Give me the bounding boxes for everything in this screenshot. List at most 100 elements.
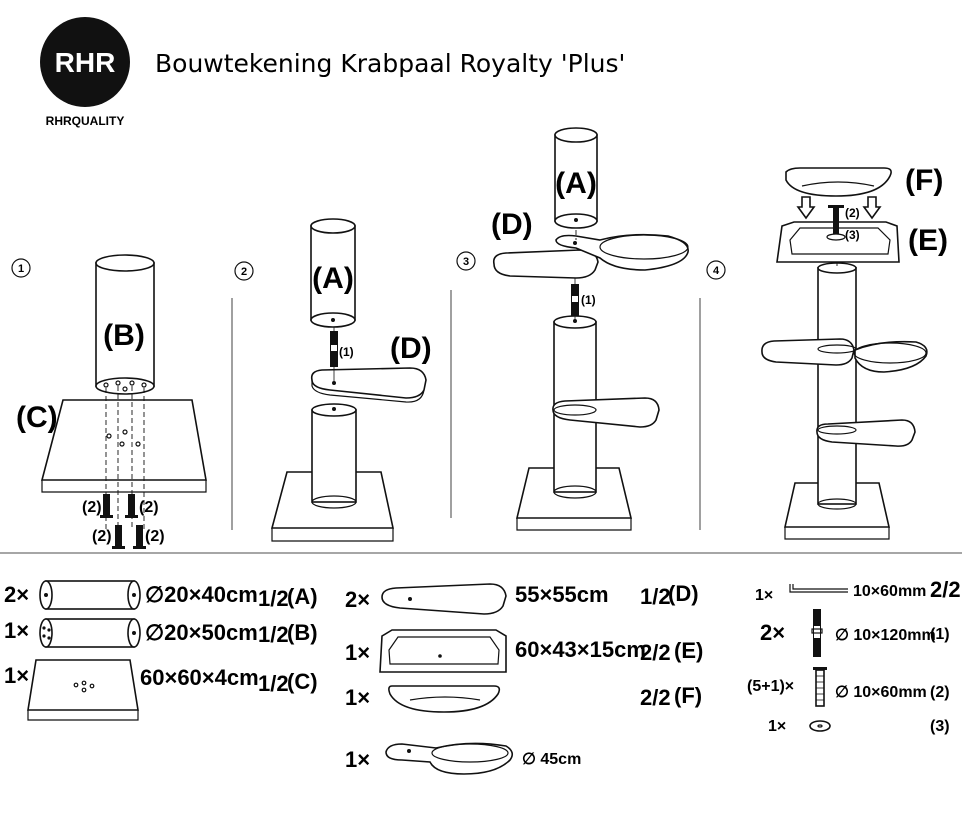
allen-key-icon — [789, 584, 848, 593]
step-2-number: 2 — [241, 266, 247, 278]
part-code: (B) — [287, 620, 318, 645]
part-dimension: ∅ 45cm — [522, 751, 581, 768]
platform-d — [492, 249, 599, 279]
post-a — [554, 134, 598, 222]
part-row-e: 1× 60×43×15cm 2/2 (E) — [345, 629, 703, 673]
part-row-c: 1× 60×60×4cm 1/2 (C) — [4, 659, 318, 721]
label-b: (B) — [103, 319, 145, 352]
step-3: 3 (1) (D) (A) — [456, 127, 689, 531]
part-qty: 1× — [345, 747, 370, 772]
step-4-marker — [706, 260, 726, 280]
label-screw: (2) — [145, 528, 165, 545]
label-screw: (2) — [82, 499, 102, 516]
step-1-number: 1 — [18, 263, 24, 275]
part-qty: 1× — [768, 718, 786, 735]
arrow-down-icon — [862, 196, 882, 220]
top-box-e — [776, 221, 900, 263]
part-row-a: 2× ∅20×40cm 1/2 (A) — [4, 580, 318, 611]
part-dimension: 10×60mm — [853, 583, 926, 600]
part-dimension: ∅ 10×60mm — [835, 684, 927, 701]
part-row-d: 2× 55×55cm 1/2 (D) — [345, 581, 699, 615]
part-qty: 2× — [345, 587, 370, 612]
connector-bolt-icon — [811, 609, 823, 657]
step-4-number: 4 — [713, 265, 720, 277]
logo: RHR RHRQUALITY — [40, 17, 130, 128]
part-ratio: 1/2 — [258, 671, 289, 696]
page-title: Bouwtekening Krabpaal Royalty 'Plus' — [155, 49, 625, 78]
part-qty: 1× — [345, 640, 370, 665]
part-ratio: 2/2 — [640, 685, 671, 710]
part-qty: 1× — [345, 685, 370, 710]
label-e: (E) — [908, 224, 948, 257]
part-code: (2) — [930, 684, 950, 701]
part-ratio: 1/2 — [640, 584, 671, 609]
arrow-down-icon — [796, 196, 816, 220]
part-code: (A) — [287, 584, 318, 609]
part-code: (D) — [668, 581, 699, 606]
part-code: (F) — [674, 683, 702, 708]
screw-icon — [133, 525, 146, 549]
label-screw: (2) — [139, 499, 159, 516]
post-a-lower — [311, 409, 357, 503]
part-row-connector-bolt: 2× ∅ 10×120mm (1) — [760, 609, 950, 657]
part-qty: (5+1)× — [747, 678, 794, 695]
label-washer: (3) — [845, 228, 860, 242]
part-row-washer: 1× (3) — [768, 718, 950, 735]
screw-icon — [125, 494, 138, 518]
part-dimension: 60×60×4cm — [140, 665, 259, 690]
brand-name: RHRQUALITY — [46, 114, 125, 128]
step-4: 4 (E) (2) (3) (F) — [706, 164, 948, 540]
post-a-part — [45, 580, 135, 610]
part-ratio: 2/2 — [930, 577, 961, 602]
logo-circle — [40, 17, 130, 107]
platform-d — [816, 419, 916, 447]
connector-bolt-icon — [330, 331, 338, 367]
bowl-part — [385, 742, 514, 775]
part-qty: 1× — [4, 618, 29, 643]
top-box-e-part — [379, 629, 507, 673]
label-connector: (1) — [339, 345, 354, 359]
part-row-screw: (5+1)× ∅ 10×60mm (2) — [747, 667, 950, 707]
part-row-bowl: 1× ∅ 45cm — [345, 742, 581, 775]
part-dimension: 60×43×15cm — [515, 637, 646, 662]
part-dimension: ∅20×40cm — [145, 582, 258, 607]
part-code: (E) — [674, 638, 703, 663]
platform-d-part — [381, 583, 507, 615]
base-c — [40, 399, 207, 481]
step-2-marker — [234, 261, 254, 281]
bowl — [854, 340, 928, 373]
label-c: (C) — [16, 401, 58, 434]
part-qty: 2× — [760, 620, 785, 645]
bowl-platform — [555, 233, 689, 271]
part-ratio: 1/2 — [258, 622, 289, 647]
connector-bolt-icon — [571, 284, 579, 316]
step-1-marker — [11, 258, 31, 278]
logo-text: RHR — [55, 47, 116, 78]
post-b-part — [45, 618, 135, 648]
platform-d — [310, 367, 427, 399]
platform-d — [761, 338, 855, 366]
part-code: (3) — [930, 718, 950, 735]
label-d: (D) — [390, 332, 432, 365]
screw-icon — [100, 494, 113, 518]
part-dimension: 55×55cm — [515, 582, 609, 607]
parts-list: 2× ∅20×40cm 1/2 (A) 1× ∅20×50cm 1/2 (B) — [4, 577, 961, 775]
label-screw: (2) — [92, 528, 112, 545]
cushion-f-part — [388, 685, 501, 713]
part-row-f: 1× 2/2 (F) — [345, 683, 702, 713]
screw-icon — [813, 667, 827, 707]
step-3-marker — [456, 251, 476, 271]
label-screw: (2) — [845, 206, 860, 220]
part-qty: 2× — [4, 582, 29, 607]
part-row-b: 1× ∅20×50cm 1/2 (B) — [4, 618, 318, 648]
washer-icon — [809, 720, 831, 732]
step-1: 1 (B) (C) — [11, 254, 207, 549]
part-ratio: 1/2 — [258, 586, 289, 611]
part-ratio: 2/2 — [640, 640, 671, 665]
part-qty: 1× — [4, 663, 29, 688]
part-code: (C) — [287, 669, 318, 694]
part-dimension: ∅ 10×120mm — [835, 627, 936, 644]
post-tall — [817, 267, 857, 505]
